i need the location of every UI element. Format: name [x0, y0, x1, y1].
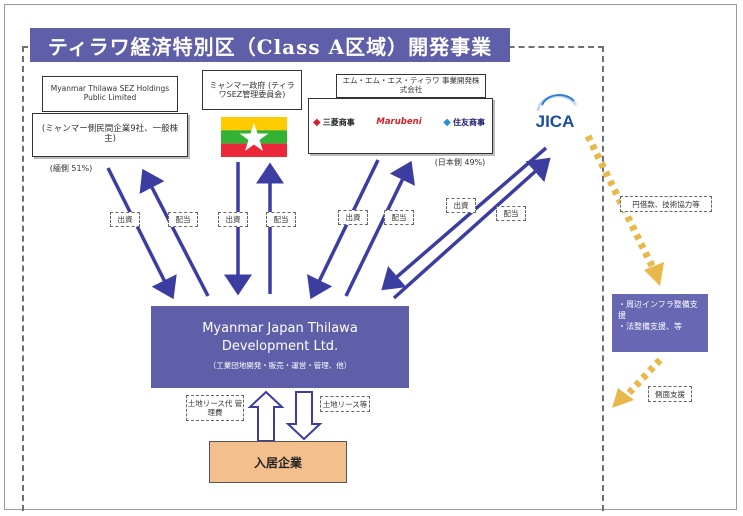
invest-arrow-jica	[381, 146, 548, 291]
dividend-label-sez: 配当	[168, 212, 198, 227]
thilawa-sez-body-box	[32, 113, 188, 157]
support-item-infra: ・周辺インフラ整備支援	[618, 300, 698, 320]
mjtd-box: Myanmar Japan Thilawa Development Ltd.（工…	[151, 306, 409, 388]
invest-label-gov: 出資	[218, 212, 248, 227]
invest-arrow-sez	[106, 167, 177, 300]
sumitomo-logo: ◆ 住友商事	[443, 116, 485, 128]
fee-up-arrow	[247, 390, 285, 442]
diagram-title: ティラワ経済特別区（Class A区域）開発事業	[30, 28, 510, 62]
mjtd-role: （工業団地開発・販売・運営・管理、他）	[208, 361, 352, 370]
lease-down-arrow	[285, 391, 323, 441]
dividend-arrow-mms	[344, 160, 415, 297]
mitsubishi-logo: ◆ 三菱商事	[313, 116, 355, 128]
thilawa-sez-header-box	[42, 76, 178, 112]
dividend-label-gov: 配当	[266, 212, 296, 227]
jica-cooperation-label: 円借款、技術協力等	[620, 196, 712, 212]
japan-share-label: (日本側 49%)	[434, 158, 486, 168]
jica-cooperation-arrowhead	[644, 262, 664, 286]
dividend-arrow-jica	[392, 157, 551, 300]
mitsubishi-diamonds-icon: ◆	[313, 116, 321, 128]
side-support-label: 側面支援	[648, 386, 692, 402]
mms-header: エム・エム・エス・ティラワ 事業開発株式会社	[342, 76, 480, 94]
invest-label-sez: 出資	[110, 212, 140, 227]
mjtd-name-line2: Development Ltd.（工業団地開発・販売・運営・管理、他）	[208, 339, 352, 370]
sumitomo-mark-icon: ◆	[443, 116, 451, 128]
myanmar-share-label: (緬側 51%)	[49, 164, 93, 174]
support-item-legal: ・法整備支援、等	[618, 321, 682, 331]
side-support-arrowhead	[612, 388, 634, 408]
diagram-frame	[4, 4, 737, 510]
myanmar-gov-header: ミャンマー政府 (ティラワSEZ管理委員会)	[209, 80, 295, 99]
mjtd-name-line1: Myanmar Japan Thilawa	[202, 321, 358, 336]
mms-header-box	[336, 74, 486, 98]
dividend-label-jica: 配当	[496, 206, 526, 221]
trading-company-logos: ◆ 三菱商事 Marubeni ◆ 住友商事	[313, 113, 485, 131]
thilawa-sez-body: (ミャンマー側民間企業9社、一般株主)	[41, 124, 179, 144]
invest-label-mms: 出資	[338, 210, 368, 225]
jica-support-box: ・周辺インフラ整備支援 ・法整備支援、等	[612, 294, 708, 352]
land-lease-fee-label: 土地リース代 管理費	[186, 395, 244, 421]
myanmar-gov-box	[202, 70, 302, 110]
dividend-label-mms: 配当	[384, 210, 414, 225]
jica-logo: JICA	[536, 94, 578, 131]
invest-arrow-mms	[307, 159, 380, 300]
dividend-arrow-sez	[139, 168, 210, 297]
invest-label-jica: 出資	[446, 198, 476, 213]
thilawa-sez-header: Myanmar Thilawa SEZ Holdings Public Limi…	[50, 84, 170, 102]
marubeni-logo: Marubeni	[376, 117, 422, 127]
mms-logos-box	[308, 98, 493, 154]
side-support-arrow	[625, 357, 663, 397]
land-lease-label: 土地リース等	[320, 396, 370, 412]
myanmar-flag	[221, 117, 287, 157]
tenant-companies-box: 入居企業	[209, 441, 347, 483]
jica-logo-text: JICA	[536, 112, 575, 131]
